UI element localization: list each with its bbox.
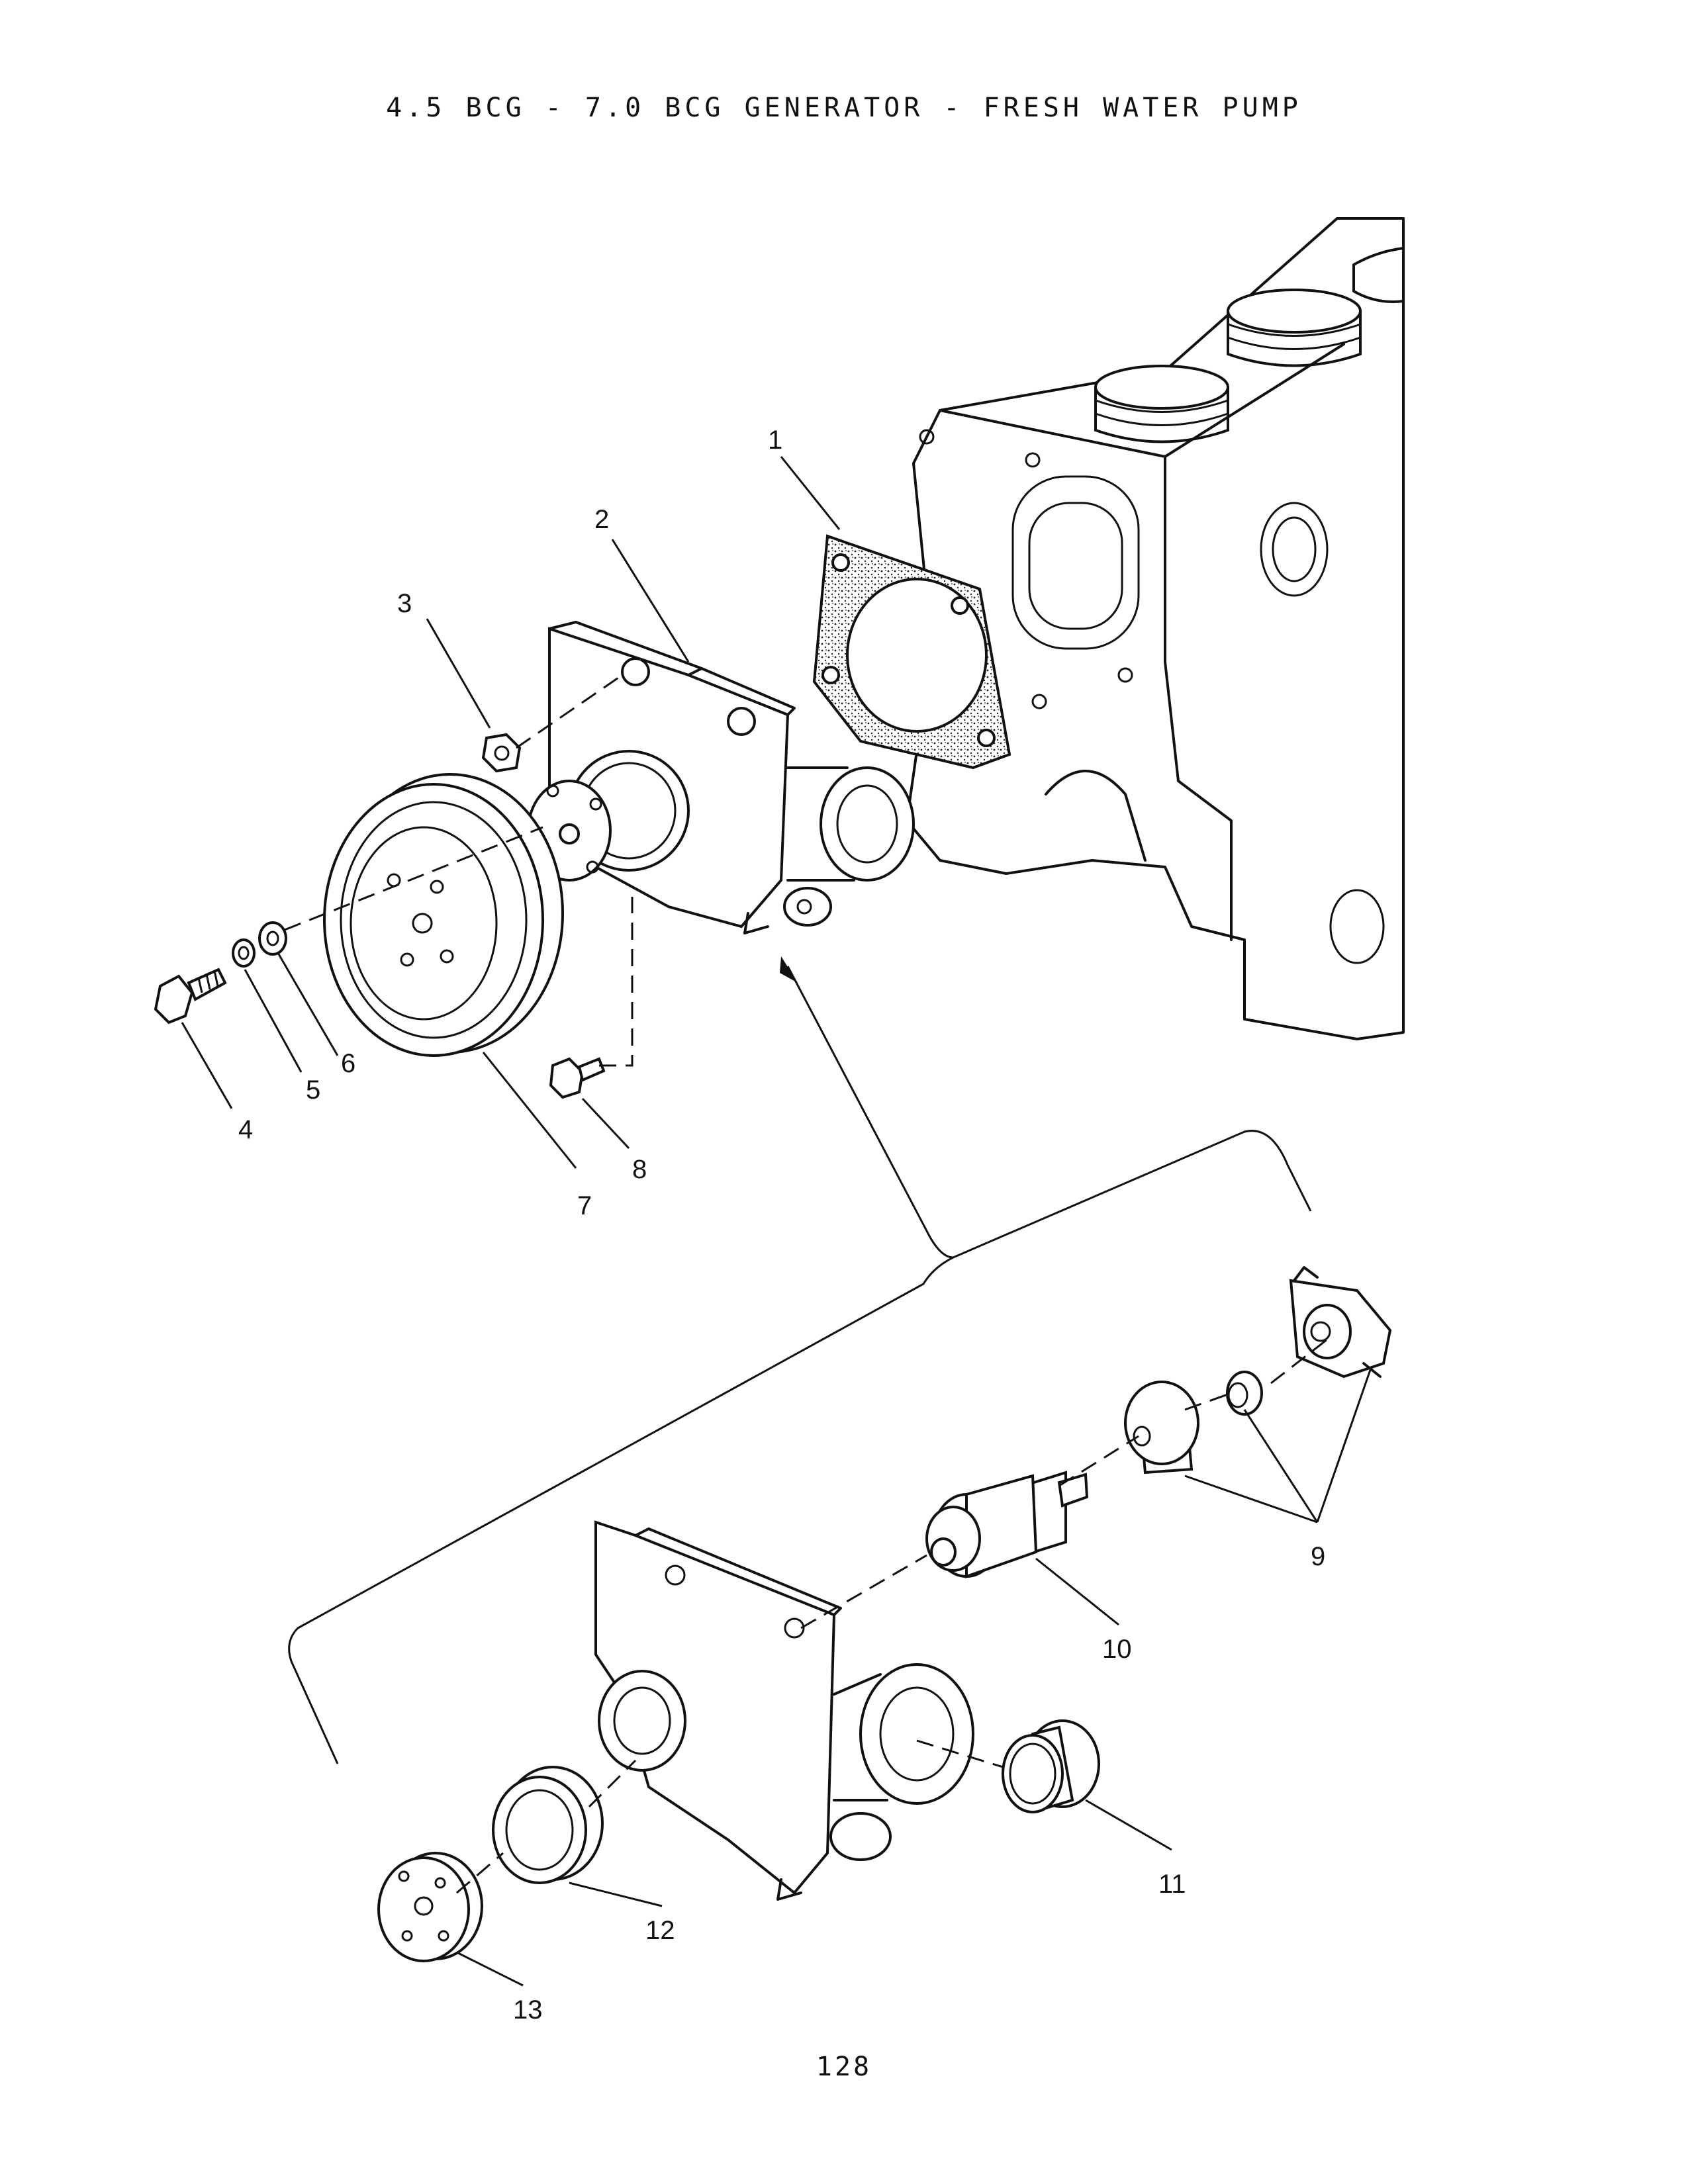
seal bbox=[492, 1766, 604, 1884]
callout-5: 5 bbox=[306, 1075, 320, 1105]
page-title: 4.5 BCG - 7.0 BCG GENERATOR - FRESH WATE… bbox=[386, 93, 1302, 123]
callout-2: 2 bbox=[594, 505, 609, 534]
callout-12: 12 bbox=[645, 1916, 675, 1945]
mechanical-seal bbox=[1124, 1381, 1199, 1475]
callout-13: 13 bbox=[513, 1995, 543, 2025]
lock-washer bbox=[232, 938, 256, 968]
engine-block bbox=[906, 217, 1405, 1040]
cylinder-liner bbox=[1227, 289, 1362, 367]
flat-washer bbox=[258, 921, 287, 956]
bushing bbox=[1002, 1719, 1100, 1813]
shaft-bearing bbox=[925, 1471, 1089, 1578]
cylinder-liner bbox=[1352, 247, 1405, 303]
callout-1: 1 bbox=[768, 426, 782, 455]
pulley bbox=[323, 773, 564, 1057]
hex-bolt bbox=[154, 968, 227, 1024]
cylinder-liner bbox=[1094, 365, 1229, 443]
callout-10: 10 bbox=[1102, 1635, 1132, 1664]
callout-3: 3 bbox=[397, 589, 412, 618]
pump-housing bbox=[594, 1520, 974, 1901]
page-number: 128 bbox=[816, 2052, 872, 2082]
hex-nut bbox=[481, 733, 522, 773]
water-pump-assembly bbox=[527, 621, 915, 934]
seal-ring bbox=[1226, 1371, 1263, 1416]
callout-9: 9 bbox=[1311, 1542, 1325, 1571]
cover-plate bbox=[377, 1852, 483, 1962]
callout-4: 4 bbox=[238, 1115, 253, 1144]
callout-7: 7 bbox=[577, 1191, 592, 1220]
flange-bolt bbox=[549, 1057, 606, 1099]
impeller bbox=[1289, 1266, 1392, 1379]
callout-8: 8 bbox=[632, 1155, 647, 1184]
callout-11: 11 bbox=[1158, 1870, 1186, 1899]
callout-6: 6 bbox=[341, 1049, 355, 1078]
gasket bbox=[812, 534, 1011, 770]
